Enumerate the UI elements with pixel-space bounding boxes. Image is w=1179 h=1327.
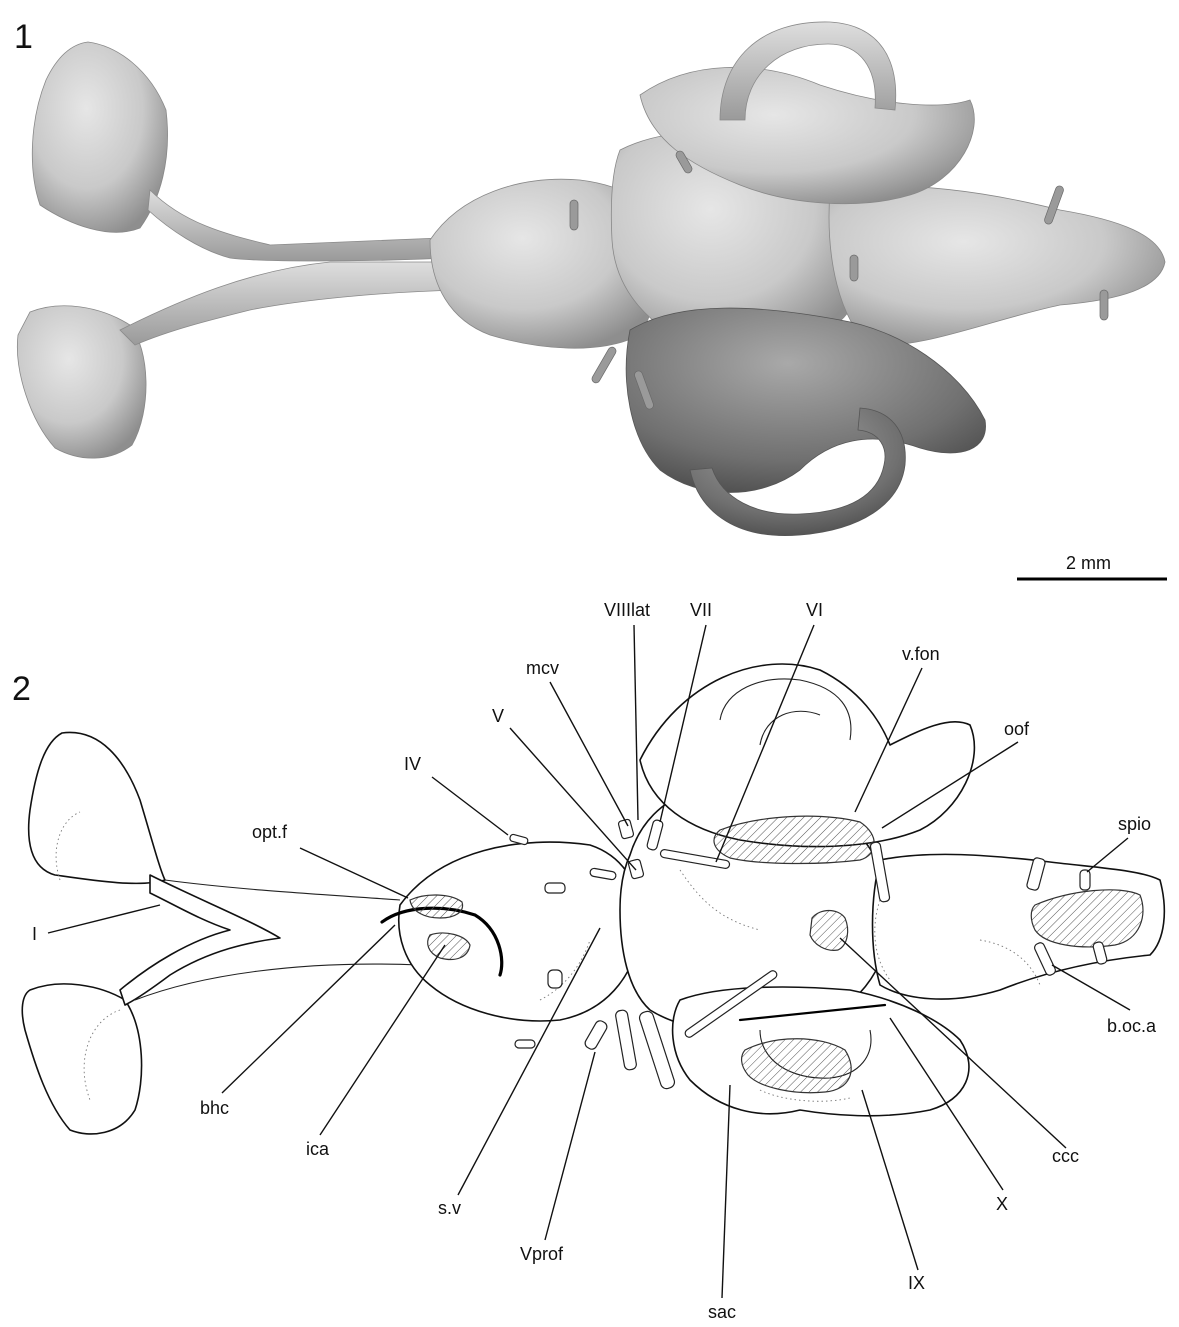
label-opt-f: opt.f — [252, 822, 288, 842]
olfactory-bulb-upper-outline — [29, 732, 165, 883]
leader-opt-f — [300, 848, 408, 898]
label-sac: sac — [708, 1302, 736, 1322]
label-bhc: bhc — [200, 1098, 229, 1118]
olfactory-bulb-lower-outline — [22, 984, 141, 1134]
label-ica: ica — [306, 1139, 330, 1159]
label-ccc: ccc — [1052, 1146, 1079, 1166]
cerebrum-outline — [399, 842, 640, 1021]
label-X: X — [996, 1194, 1008, 1214]
scale-bar-label: 2 mm — [1066, 553, 1111, 573]
panel-1: 1 — [14, 18, 1165, 536]
panel-1-number: 1 — [14, 18, 33, 56]
hindbrain-render — [829, 186, 1165, 345]
label-V: V — [492, 706, 504, 726]
endocast-render — [17, 22, 1165, 536]
label-IX: IX — [908, 1273, 925, 1293]
leader-ica — [320, 945, 445, 1135]
label-s-v: s.v — [438, 1198, 461, 1218]
panel-2-number: 2 — [12, 670, 31, 708]
label-oof: oof — [1004, 719, 1030, 739]
olfactory-tract-lower — [120, 262, 460, 345]
leader-b-oc-a — [1052, 965, 1130, 1010]
olfactory-tract-upper — [148, 190, 450, 261]
panel-2: 2 — [12, 600, 1164, 1322]
leader-VIIIlat — [634, 625, 638, 820]
leader-bhc — [222, 925, 395, 1093]
leader-I — [48, 905, 160, 933]
leader-spio — [1087, 838, 1128, 872]
endocast-line-drawing — [22, 664, 1164, 1134]
scale-bar: 2 mm — [1017, 553, 1167, 579]
olfactory-bulb-upper — [32, 42, 167, 232]
label-Vprof: Vprof — [520, 1244, 564, 1264]
leader-IV — [432, 777, 508, 835]
label-I: I — [32, 924, 37, 944]
label-VI: VI — [806, 600, 823, 620]
label-VIIIlat: VIIIlat — [604, 600, 650, 620]
olfactory-tract-outline — [120, 875, 280, 1005]
leader-sac — [722, 1085, 730, 1298]
leader-mcv — [550, 682, 628, 826]
label-v-fon: v.fon — [902, 644, 940, 664]
label-spio: spio — [1118, 814, 1151, 834]
leader-Vprof — [545, 1052, 595, 1240]
label-mcv: mcv — [526, 658, 559, 678]
leader-IX — [862, 1090, 918, 1270]
label-IV: IV — [404, 754, 421, 774]
label-b-oc-a: b.oc.a — [1107, 1016, 1157, 1036]
label-VII: VII — [690, 600, 712, 620]
